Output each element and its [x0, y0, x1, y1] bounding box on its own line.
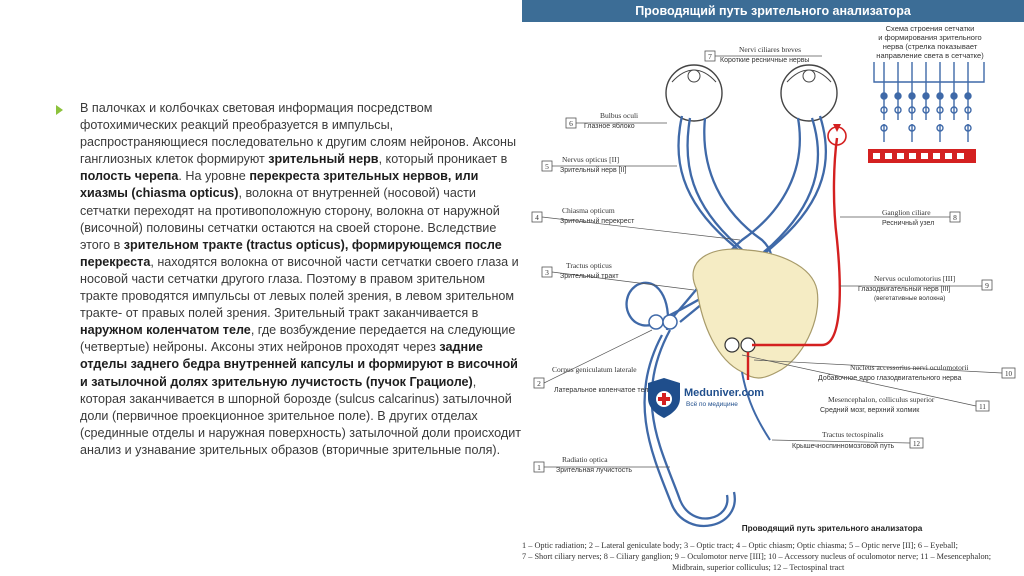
bold-term: перекреста зрительных нервов, или хиазмы…	[80, 169, 479, 201]
midbrain-icon	[692, 248, 819, 379]
inset-caption-2: и формирования зрительного	[878, 33, 981, 42]
label-tectospinalis: Tractus tectospinalis Крышечноспинномозг…	[771, 430, 924, 450]
text-block: В палочках и колбочках световая информац…	[56, 100, 524, 459]
svg-text:Зрительный тракт: Зрительный тракт	[560, 272, 619, 280]
label-tractus: 3 Tractus opticus Зрительный тракт	[541, 261, 695, 291]
svg-text:Зрительный нерв [II]: Зрительный нерв [II]	[560, 166, 626, 174]
svg-text:Ganglion ciliare: Ganglion ciliare	[882, 208, 931, 217]
superior-colliculus-icon	[724, 337, 740, 353]
tectospinal-fiber	[741, 371, 771, 441]
retina-inset-icon	[873, 62, 985, 142]
reflex-arrow-icon	[833, 124, 841, 132]
svg-text:Tractus opticus: Tractus opticus	[566, 261, 612, 270]
svg-text:5: 5	[545, 162, 549, 171]
figure-header-title: Проводящий путь зрительного анализатора	[635, 4, 911, 18]
body-paragraph: В палочках и колбочках световая информац…	[80, 100, 524, 459]
label-chiasma: 4 Chiasma opticum Зрительный перекрест	[531, 206, 741, 241]
label-corpus-geniculatum: 2 Corpus geniculatum laterale Латерально…	[533, 329, 652, 394]
meduniver-name: Meduniver.com	[684, 387, 764, 399]
inset-caption-1: Схема строения сетчатки	[886, 24, 975, 33]
text-run: , где возбуждение передается на следующи…	[80, 323, 516, 355]
svg-text:6: 6	[569, 119, 573, 128]
svg-text:7: 7	[708, 52, 712, 61]
label-mesencephalon: Mesencephalon, colliculus superior Средн…	[741, 354, 990, 414]
caption-line-1: 1 – Optic radiation; 2 – Lateral genicul…	[522, 541, 958, 550]
bold-term: задние отделы заднего бедра внутренней к…	[80, 340, 518, 389]
svg-text:Mesencephalon, colliculus supe: Mesencephalon, colliculus superior	[828, 395, 935, 404]
label-oculomotorius: Nervus oculomotorius [III] Глазодвигател…	[840, 274, 993, 302]
svg-text:10: 10	[1005, 370, 1013, 378]
svg-text:11: 11	[979, 403, 986, 411]
text-run: , который проникает в	[378, 152, 508, 167]
svg-text:Nervus oculomotorius [III]: Nervus oculomotorius [III]	[874, 274, 955, 283]
bold-term: полость черепа	[80, 169, 179, 184]
svg-text:Средний мозг, верхний холмик: Средний мозг, верхний холмик	[820, 406, 920, 414]
svg-text:Короткие ресничные нервы: Короткие ресничные нервы	[720, 57, 809, 64]
caption-line-3: Midbrain, superior colliculus; 12 – Tect…	[672, 563, 845, 572]
svg-text:Nervus opticus [II]: Nervus opticus [II]	[562, 155, 619, 164]
label-radiatio: 1 Radiatio optica Зрительная лучистость	[533, 455, 670, 474]
svg-text:Глазодвигательный нерв [III]: Глазодвигательный нерв [III]	[858, 285, 950, 293]
svg-text:Зрительная лучистость: Зрительная лучистость	[556, 467, 632, 474]
svg-text:12: 12	[913, 440, 921, 448]
svg-text:(вегетативные волокна): (вегетативные волокна)	[874, 295, 945, 302]
svg-text:Глазное яблоко: Глазное яблоко	[584, 122, 635, 130]
svg-text:Corpus geniculatum laterale: Corpus geniculatum laterale	[552, 365, 637, 374]
svg-text:2: 2	[537, 379, 541, 388]
bold-term: зрительном тракте (tractus opticus), фор…	[80, 237, 502, 269]
text-run: , волокна от внутренней (носовой) части …	[80, 186, 500, 252]
left-geniculate-icon-2	[662, 314, 678, 330]
text-run: В палочках и колбочках световая информац…	[80, 101, 517, 167]
inset-caption-3: нерва (стрелка показывает	[883, 42, 978, 51]
bullet-arrow-icon	[56, 105, 63, 115]
figure-caption: 1 – Optic radiation; 2 – Lateral genicul…	[522, 540, 1024, 573]
svg-text:Nervi ciliares breves: Nervi ciliares breves	[739, 45, 801, 54]
svg-text:Bulbus oculi: Bulbus oculi	[600, 111, 638, 120]
svg-text:4: 4	[535, 213, 539, 222]
text-run: . На уровне	[178, 169, 250, 184]
label-nucleus-accessorius: Nucleus accessorius nervi oculomotorii Д…	[753, 359, 1016, 382]
meduniver-logo-icon	[648, 378, 680, 418]
bold-term: зрительный нерв	[268, 152, 379, 167]
left-eyeball-icon	[665, 64, 723, 122]
retina-pigment-cells	[873, 153, 964, 159]
label-bulbus: 6 Bulbus oculi Глазное яблоко	[565, 111, 667, 130]
meduniver-sub: Всё по медицине	[686, 401, 738, 408]
label-nervi-ciliares: 7 Nervi ciliares breves Короткие ресничн…	[704, 45, 822, 64]
svg-text:8: 8	[953, 213, 957, 222]
svg-text:Зрительный перекрест: Зрительный перекрест	[560, 217, 635, 225]
left-geniculate-icon	[648, 314, 664, 330]
svg-text:Ресничный узел: Ресничный узел	[882, 219, 934, 227]
svg-text:Radiatio optica: Radiatio optica	[562, 455, 608, 464]
pathway-diagram: Схема строения сетчатки и формирования з…	[531, 24, 1016, 533]
svg-text:Chiasma opticum: Chiasma opticum	[562, 206, 615, 215]
label-ganglion-ciliare: Ganglion ciliare Ресничный узел 8	[840, 208, 961, 227]
text-run: , находятся волокна от височной части се…	[80, 254, 519, 321]
svg-text:9: 9	[985, 281, 989, 290]
right-eyeball-icon	[780, 64, 838, 122]
svg-text:Добавочное ядро глазодвигатель: Добавочное ядро глазодвигательного нерва	[818, 374, 962, 382]
svg-text:Nucleus accessorius nervi ocul: Nucleus accessorius nervi oculomotorii	[850, 363, 969, 372]
figure-header: Проводящий путь зрительного анализатора	[522, 0, 1024, 22]
svg-text:Tractus tectospinalis: Tractus tectospinalis	[822, 430, 884, 439]
pathway-figure: Проводящий путь зрительного анализатора …	[522, 0, 1024, 576]
figure-bottom-title: Проводящий путь зрительного анализатора	[742, 524, 923, 533]
svg-text:Крышечноспинномозговой путь: Крышечноспинномозговой путь	[792, 442, 895, 450]
svg-text:3: 3	[545, 268, 549, 277]
caption-line-2: 7 – Short ciliary nerves; 8 – Ciliary ga…	[522, 552, 992, 561]
bold-term: наружном коленчатом теле	[80, 323, 251, 338]
text-run: , которая заканчивается в шпорной борозд…	[80, 374, 522, 457]
svg-text:1: 1	[537, 463, 541, 472]
svg-text:Латеральное коленчатое тело: Латеральное коленчатое тело	[554, 387, 652, 394]
inset-caption-4: направление света в сетчатке)	[876, 51, 984, 60]
label-nervus-opticus: 5 Nervus opticus [II] Зрительный нерв [I…	[541, 155, 677, 174]
